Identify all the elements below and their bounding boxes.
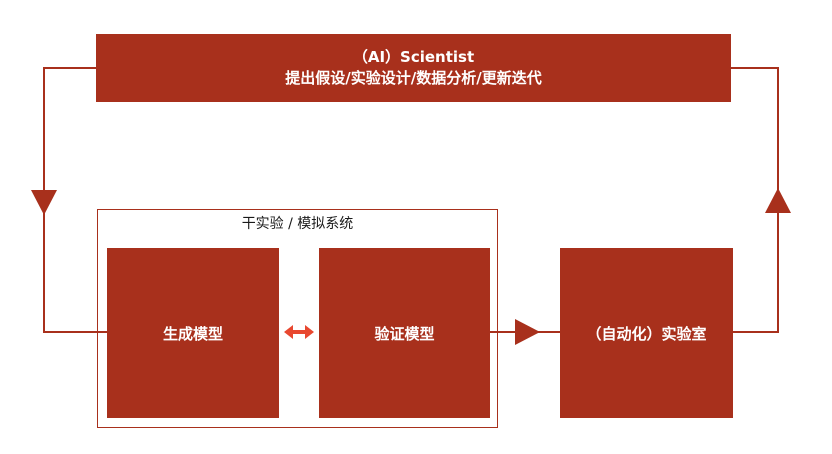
verify-model-box: 验证模型 <box>319 248 490 418</box>
up-arrow-icon <box>765 188 791 213</box>
left-arrowhead-icon <box>284 325 293 339</box>
ai-scientist-box: （AI）Scientist 提出假设/实验设计/数据分析/更新迭代 <box>96 34 731 102</box>
automated-lab-label: （自动化）实验室 <box>586 324 707 343</box>
dry-lab-label: 干实验 / 模拟系统 <box>241 216 354 232</box>
ai-scientist-title: （AI）Scientist <box>352 48 475 66</box>
right-arrowhead-icon <box>305 325 314 339</box>
ai-scientist-tasks: 提出假设/实验设计/数据分析/更新迭代 <box>285 69 542 87</box>
automated-lab-box: （自动化）实验室 <box>560 248 733 418</box>
right-arrow-icon <box>515 319 540 345</box>
generate-model-label: 生成模型 <box>162 324 223 343</box>
dry-lab-frame <box>97 209 498 428</box>
generate-model-box: 生成模型 <box>107 248 279 418</box>
down-arrow-icon <box>31 190 57 215</box>
verify-model-label: 验证模型 <box>374 324 435 343</box>
feedback-loop-right <box>731 67 779 333</box>
